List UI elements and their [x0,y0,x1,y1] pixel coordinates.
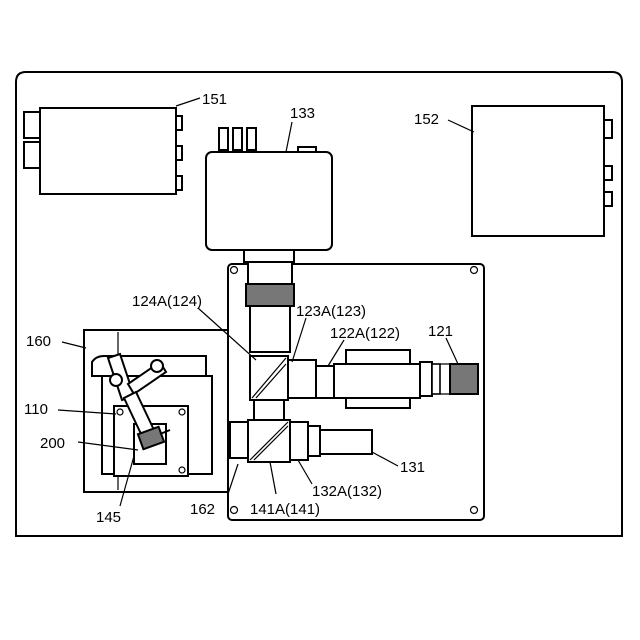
lens-tube-123 [288,360,334,398]
lens-132 [290,422,320,460]
callout-160: 160 [26,333,51,350]
callout-162: 162 [190,501,215,518]
callout-131: 131 [400,459,425,476]
callout-122a: 122A(122) [330,325,400,342]
callout-200: 200 [40,435,65,452]
beam-splitter-141 [230,420,290,462]
light-source-131 [320,430,372,454]
light-source-121 [420,362,478,396]
callout-151: 151 [202,91,227,108]
callout-133: 133 [290,105,315,122]
beam-splitter-124 [250,356,288,400]
callout-110: 110 [24,401,48,418]
callout-145: 145 [96,509,121,526]
callout-152: 152 [414,111,439,128]
callout-121: 121 [428,323,453,340]
callout-123a: 123A(123) [296,303,366,320]
unit-152 [472,106,612,236]
lens-122 [334,350,420,408]
focus-ring [246,284,294,306]
unit-151 [24,108,182,194]
callout-141a: 141A(141) [250,501,320,518]
cube-connector [254,400,284,420]
callout-132a: 132A(132) [312,483,382,500]
callout-124a: 124A(124) [132,293,202,310]
